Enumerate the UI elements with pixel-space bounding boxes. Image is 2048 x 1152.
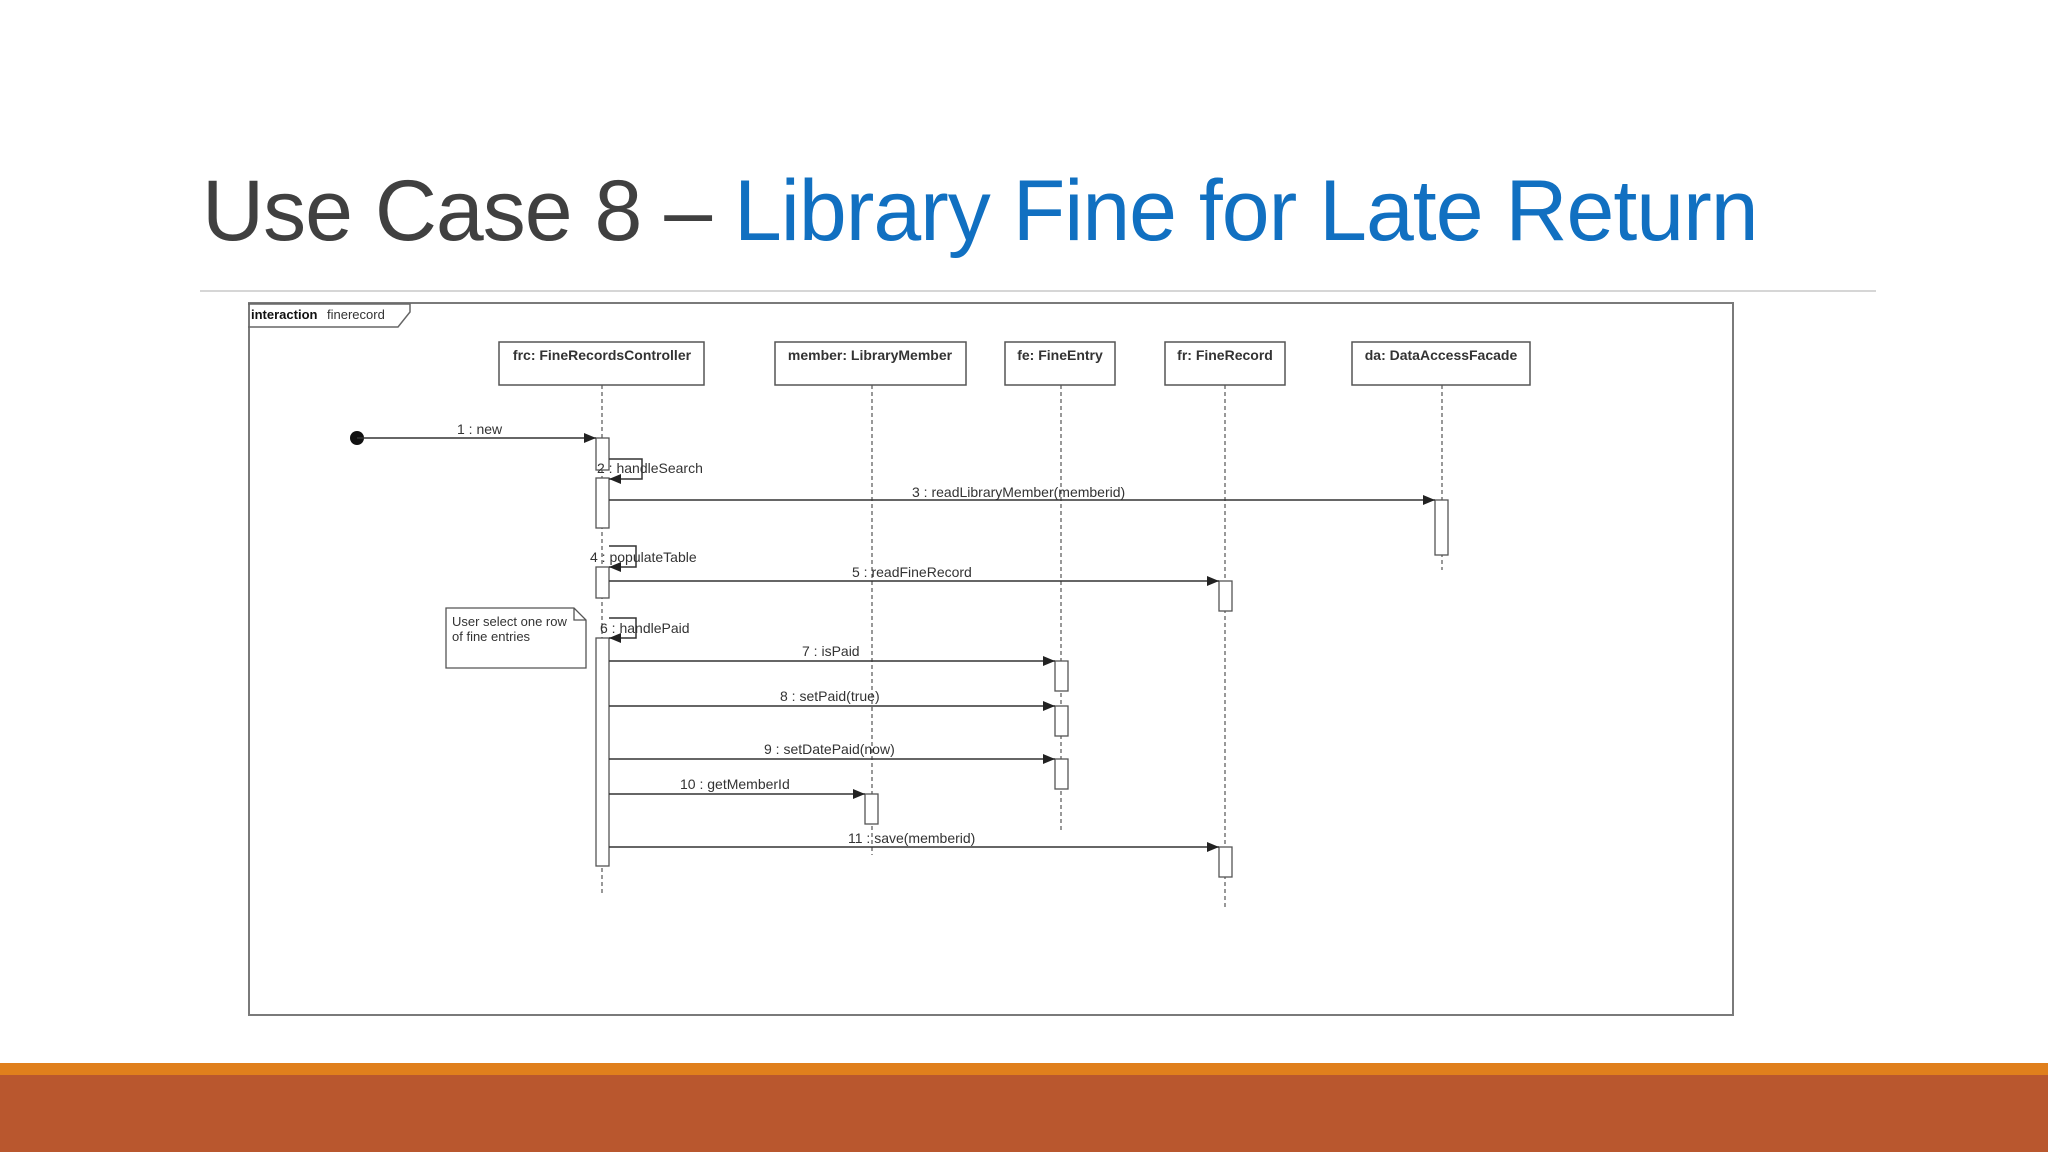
lifeline-head-fe	[1004, 341, 1116, 386]
frame-name: finerecord	[327, 307, 385, 322]
activation-da-1	[1434, 499, 1449, 556]
activation-member-1	[864, 793, 879, 825]
activation-frc-3	[595, 566, 610, 599]
message-1-label: 1 : new	[457, 421, 503, 437]
activation-fr-1	[1218, 580, 1233, 612]
message-2-label: 2 : handleSearch	[597, 460, 703, 476]
message-5-label: 5 : readFineRecord	[852, 564, 972, 580]
lifeline-label-fr: fr: FineRecord	[1177, 347, 1273, 363]
message-11-label: 11 : save(memberid)	[848, 830, 975, 846]
lifeline-head-fr	[1164, 341, 1286, 386]
activation-fe-2	[1054, 705, 1069, 737]
lifeline-head-frc	[498, 341, 705, 386]
message-2-arrow	[609, 458, 643, 484]
lifeline-head-da	[1351, 341, 1531, 386]
title-accent: Library Fine for Late Return	[733, 163, 1759, 259]
note-box	[445, 607, 587, 669]
title-divider	[200, 290, 1876, 292]
message-6-arrow	[609, 617, 637, 643]
activation-fe-1	[1054, 660, 1069, 692]
message-6-label: 6 : handlePaid	[600, 620, 690, 636]
activation-fr-2	[1218, 846, 1233, 878]
footer-band-rust	[0, 1075, 2048, 1152]
lifeline-head-member	[774, 341, 967, 386]
activation-frc-4	[595, 637, 610, 867]
message-4-label: 4 : populateTable	[590, 549, 697, 565]
interaction-frame	[248, 302, 1734, 1016]
lifeline-label-da: da: DataAccessFacade	[1365, 347, 1518, 363]
note-fold	[573, 608, 586, 621]
message-7-label: 7 : isPaid	[802, 643, 860, 659]
frame-keyword: interaction	[251, 307, 318, 322]
message-8-label: 8 : setPaid(true)	[780, 688, 880, 704]
message-4-arrow	[609, 545, 637, 572]
footer-band-orange	[0, 1063, 2048, 1075]
slide-title: Use Case 8 – Library Fine for Late Retur…	[202, 168, 1759, 254]
message-3-label: 3 : readLibraryMember(memberid)	[912, 484, 1125, 500]
note-line-2: of fine entries	[452, 629, 531, 644]
note-line-1: User select one row	[452, 614, 567, 629]
title-prefix: Use Case 8 –	[202, 163, 734, 259]
activation-frc-2	[595, 477, 610, 529]
lifeline-label-member: member: LibraryMember	[788, 347, 953, 363]
activation-frc-1	[595, 437, 610, 471]
activation-fe-3	[1054, 758, 1069, 790]
message-10-label: 10 : getMemberId	[680, 776, 790, 792]
frame-tag	[248, 303, 411, 328]
message-9-label: 9 : setDatePaid(now)	[764, 741, 895, 757]
lifeline-label-frc: frc: FineRecordsController	[513, 347, 692, 363]
lifeline-label-fe: fe: FineEntry	[1017, 347, 1103, 363]
